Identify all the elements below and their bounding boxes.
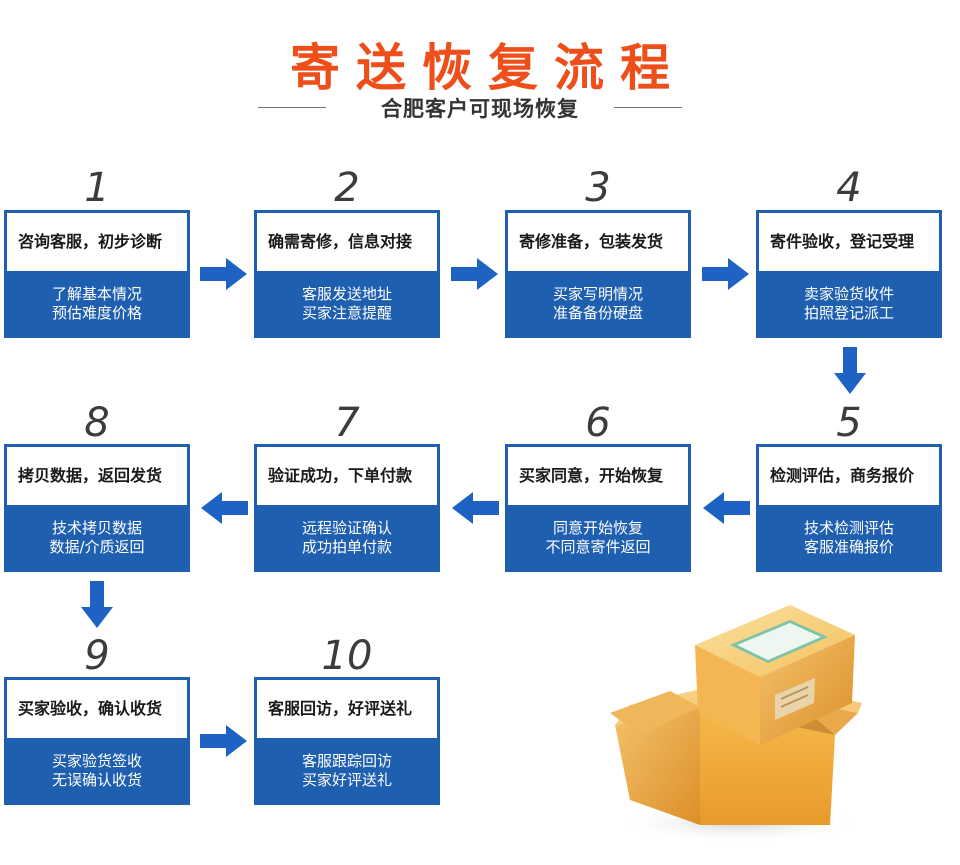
step-8-line-2: 数据/介质返回 xyxy=(49,538,145,556)
step-8-number: 8 xyxy=(84,400,110,446)
step-1-details: 了解基本情况 预估难度价格 xyxy=(7,271,187,323)
step-1-line-1: 了解基本情况 xyxy=(51,285,142,303)
step-1-number: 1 xyxy=(84,165,110,211)
step-7-line-2: 成功拍单付款 xyxy=(301,538,392,556)
step-2-number: 2 xyxy=(334,165,360,211)
step-3-line-2: 准备备份硬盘 xyxy=(552,304,643,322)
step-8-details: 技术拷贝数据 数据/介质返回 xyxy=(7,505,187,557)
step-3-heading: 寄修准备，包装发货 xyxy=(508,213,688,271)
step-6-line-1: 同意开始恢复 xyxy=(552,519,643,537)
step-10-heading: 客服回访，好评送礼 xyxy=(257,680,437,738)
step-7-line-1: 远程验证确认 xyxy=(301,519,392,537)
step-7-box: 验证成功，下单付款 远程验证确认 成功拍单付款 xyxy=(254,444,440,572)
step-4-number: 4 xyxy=(836,165,862,211)
step-4-line-2: 拍照登记派工 xyxy=(803,304,894,322)
step-5-box: 检测评估，商务报价 技术检测评估 客服准确报价 xyxy=(756,444,942,572)
subtitle-row: 合肥客户可现场恢复 xyxy=(0,93,960,123)
step-9-line-1: 买家验货签收 xyxy=(51,752,142,770)
step-8-heading: 拷贝数据，返回发货 xyxy=(7,447,187,505)
step-9-box: 买家验收，确认收货 买家验货签收 无误确认收货 xyxy=(4,677,190,805)
step-4-heading: 寄件验收，登记受理 xyxy=(759,213,939,271)
step-5-heading: 检测评估，商务报价 xyxy=(759,447,939,505)
step-10-line-2: 买家好评送礼 xyxy=(301,771,392,789)
arrow-left-icon xyxy=(201,492,248,524)
step-6-details: 同意开始恢复 不同意寄件返回 xyxy=(508,505,688,557)
step-9-details: 买家验货签收 无误确认收货 xyxy=(7,738,187,790)
arrow-right-icon xyxy=(451,258,498,290)
step-9-heading: 买家验收，确认收货 xyxy=(7,680,187,738)
step-1-heading: 咨询客服，初步诊断 xyxy=(7,213,187,271)
step-2-box: 确需寄修，信息对接 客服发送地址 买家注意提醒 xyxy=(254,210,440,338)
step-4-box: 寄件验收，登记受理 卖家验货收件 拍照登记派工 xyxy=(756,210,942,338)
step-7-number: 7 xyxy=(334,400,360,446)
step-10-line-1: 客服跟踪回访 xyxy=(301,752,392,770)
arrow-down-icon xyxy=(81,581,113,628)
step-2-line-2: 买家注意提醒 xyxy=(301,304,392,322)
step-10-details: 客服跟踪回访 买家好评送礼 xyxy=(257,738,437,790)
step-6-box: 买家同意，开始恢复 同意开始恢复 不同意寄件返回 xyxy=(505,444,691,572)
step-5-number: 5 xyxy=(836,400,862,446)
step-10-box: 客服回访，好评送礼 客服跟踪回访 买家好评送礼 xyxy=(254,677,440,805)
step-2-heading: 确需寄修，信息对接 xyxy=(257,213,437,271)
step-6-heading: 买家同意，开始恢复 xyxy=(508,447,688,505)
step-6-number: 6 xyxy=(585,400,611,446)
arrow-left-icon xyxy=(703,492,750,524)
page-subtitle: 合肥客户可现场恢复 xyxy=(381,97,579,121)
step-4-details: 卖家验货收件 拍照登记派工 xyxy=(759,271,939,323)
arrow-right-icon xyxy=(702,258,749,290)
cardboard-box-illustration xyxy=(610,605,865,843)
step-2-line-1: 客服发送地址 xyxy=(301,285,392,303)
step-10-number: 10 xyxy=(321,633,373,679)
page-title: 寄送恢复流程 xyxy=(290,39,686,97)
step-6-line-2: 不同意寄件返回 xyxy=(545,538,651,556)
step-1-box: 咨询客服，初步诊断 了解基本情况 预估难度价格 xyxy=(4,210,190,338)
step-7-heading: 验证成功，下单付款 xyxy=(257,447,437,505)
step-5-line-2: 客服准确报价 xyxy=(803,538,894,556)
arrow-right-icon xyxy=(200,258,247,290)
step-3-number: 3 xyxy=(585,165,611,211)
step-3-line-1: 买家写明情况 xyxy=(552,285,643,303)
step-8-box: 拷贝数据，返回发货 技术拷贝数据 数据/介质返回 xyxy=(4,444,190,572)
step-3-details: 买家写明情况 准备备份硬盘 xyxy=(508,271,688,323)
step-5-details: 技术检测评估 客服准确报价 xyxy=(759,505,939,557)
step-2-details: 客服发送地址 买家注意提醒 xyxy=(257,271,437,323)
step-8-line-1: 技术拷贝数据 xyxy=(51,519,142,537)
step-1-line-2: 预估难度价格 xyxy=(51,304,142,322)
step-3-box: 寄修准备，包装发货 买家写明情况 准备备份硬盘 xyxy=(505,210,691,338)
step-5-line-1: 技术检测评估 xyxy=(803,519,894,537)
arrow-right-icon xyxy=(200,725,247,757)
step-4-line-1: 卖家验货收件 xyxy=(803,285,894,303)
subtitle-left-line xyxy=(258,107,326,108)
subtitle-right-line xyxy=(614,107,682,108)
step-9-line-2: 无误确认收货 xyxy=(51,771,142,789)
arrow-down-icon xyxy=(834,347,866,394)
arrow-left-icon xyxy=(452,492,499,524)
step-7-details: 远程验证确认 成功拍单付款 xyxy=(257,505,437,557)
step-9-number: 9 xyxy=(84,633,110,679)
